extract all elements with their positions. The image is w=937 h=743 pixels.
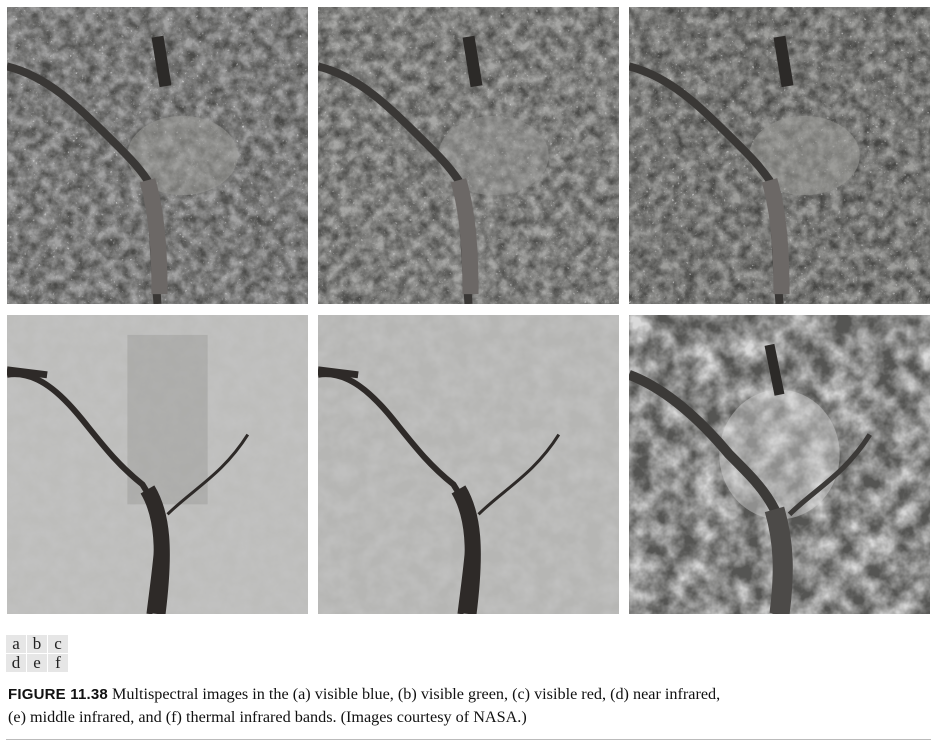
panel-letter-key: a b c d e f [6,635,68,672]
figure-caption: FIGURE 11.38 Multispectral images in the… [8,683,933,728]
panel-d-near-infrared [7,315,308,614]
panel-e-middle-infrared [318,315,619,614]
key-letter-e: e [27,654,47,672]
satellite-image-a [7,7,308,304]
panel-a-visible-blue [7,7,308,304]
satellite-image-c [629,7,930,304]
panel-c-visible-red [629,7,930,304]
satellite-image-e [318,315,619,614]
satellite-image-b [318,7,619,304]
caption-divider [6,739,931,740]
key-letter-d: d [6,654,26,672]
panel-f-thermal-infrared [629,315,930,614]
key-letter-c: c [48,635,68,653]
figure-label: FIGURE 11.38 [8,686,108,703]
key-letter-f: f [48,654,68,672]
key-letter-b: b [27,635,47,653]
satellite-image-f [629,315,930,614]
key-letter-a: a [6,635,26,653]
caption-text-1: Multispectral images in the (a) visible … [112,685,721,703]
satellite-image-d [7,315,308,614]
panel-b-visible-green [318,7,619,304]
caption-text-2: (e) middle infrared, and (f) thermal inf… [8,708,527,726]
caption-line-1: FIGURE 11.38 Multispectral images in the… [8,683,933,706]
